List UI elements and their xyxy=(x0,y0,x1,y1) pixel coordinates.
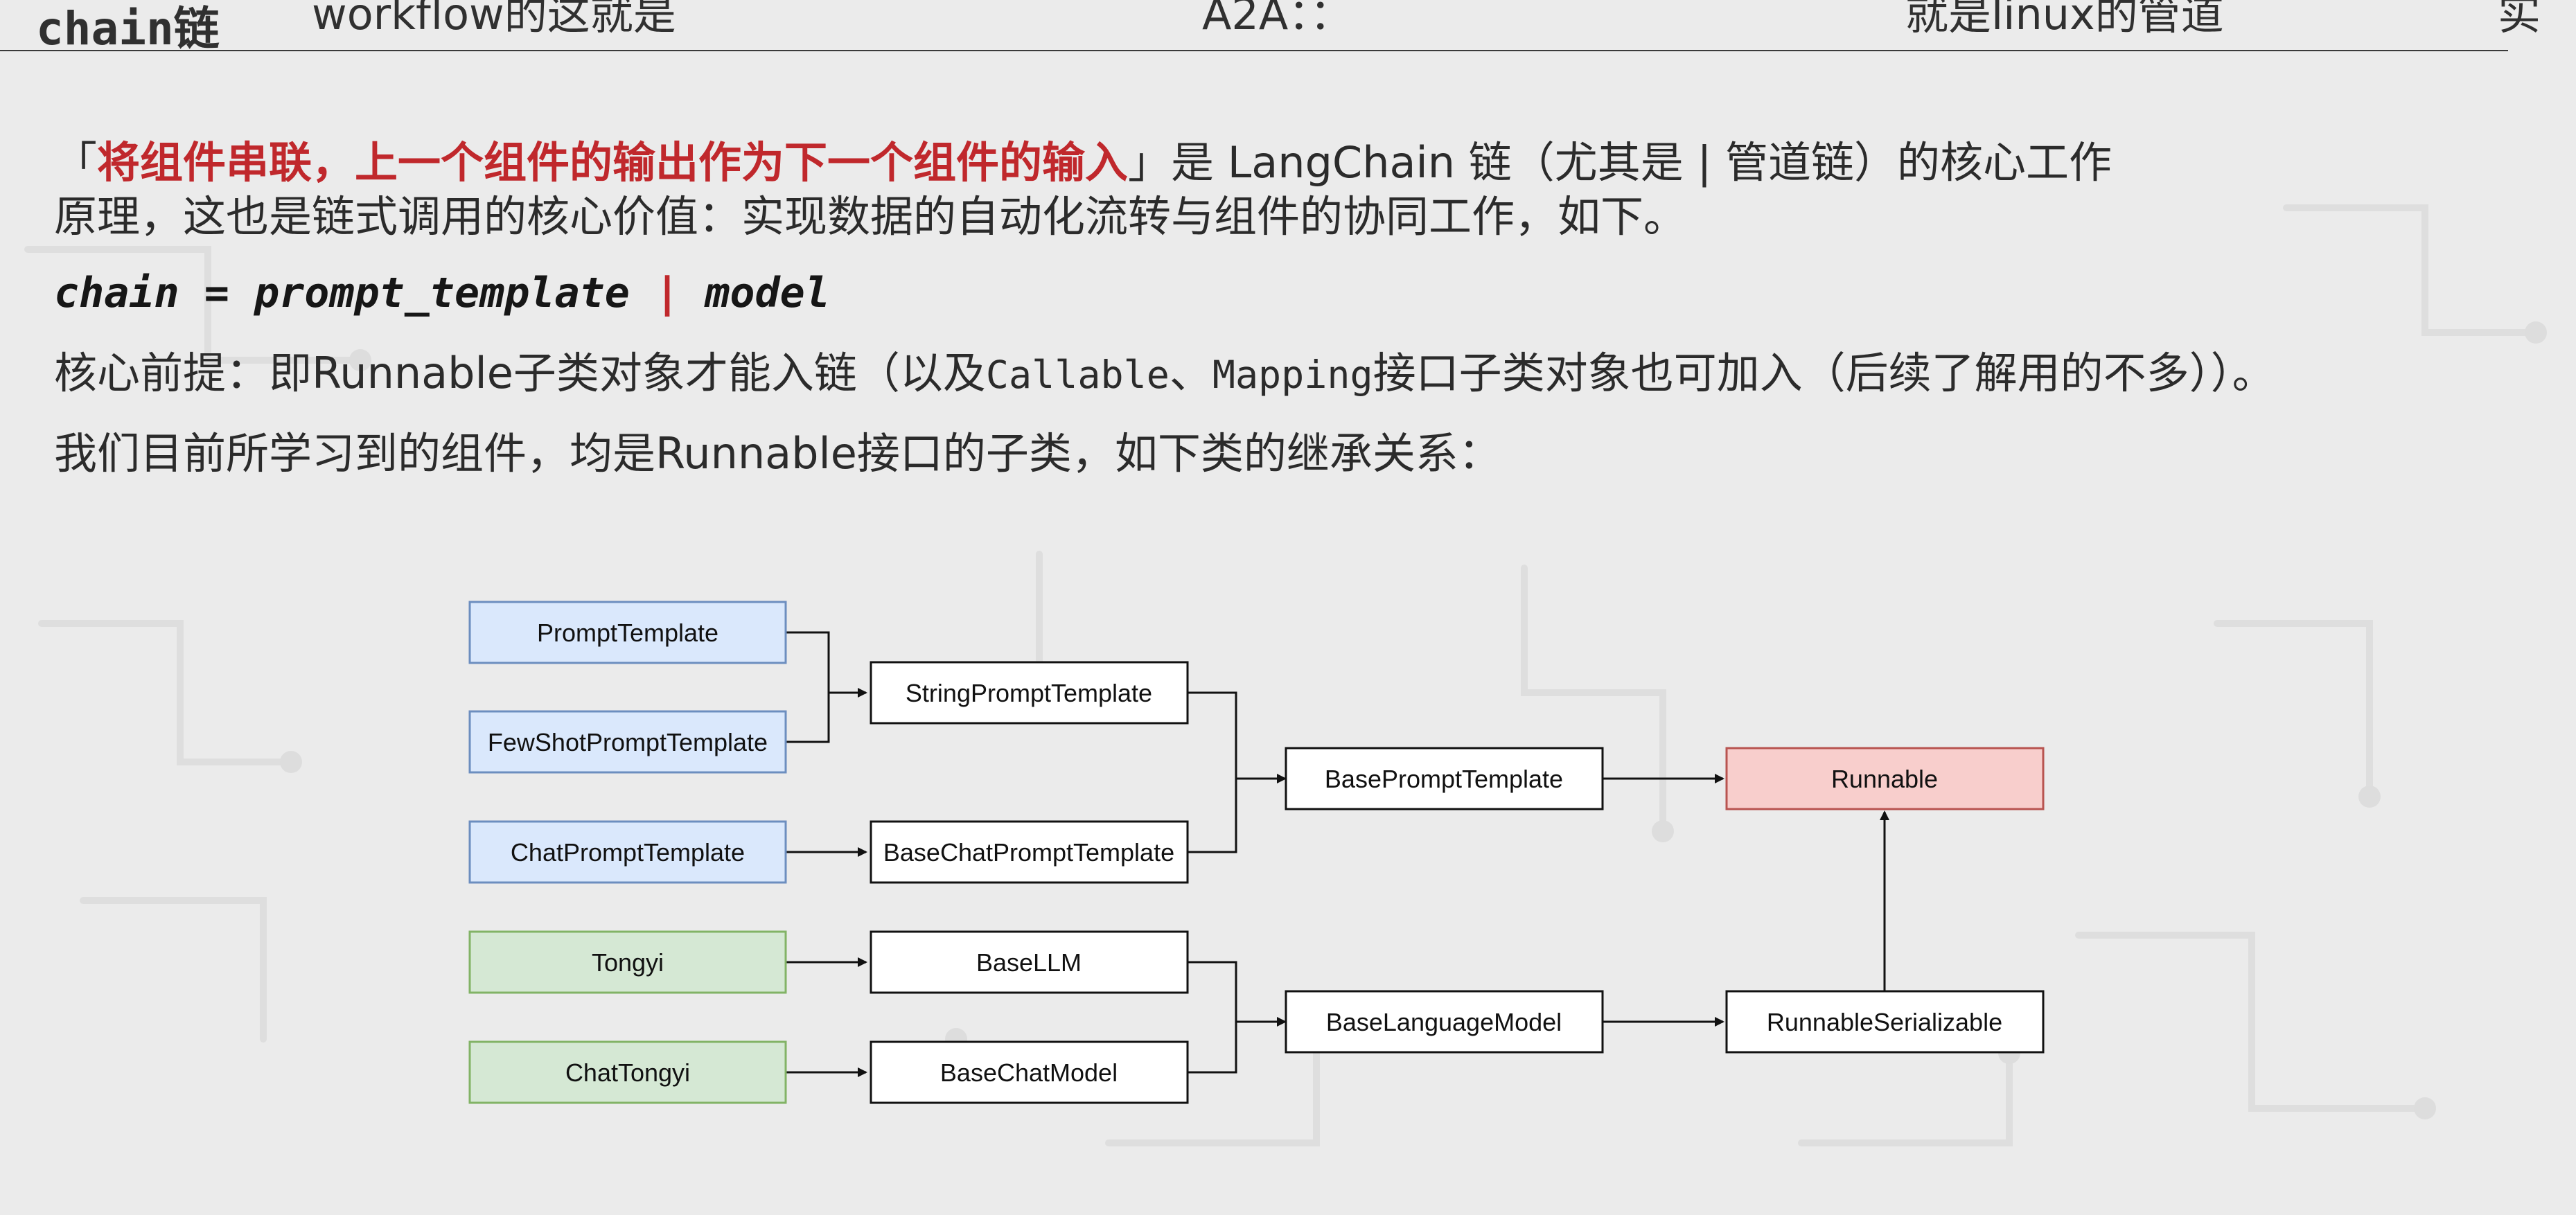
node-label: BaseChatPromptTemplate xyxy=(883,838,1174,867)
premise-a: 核心前提：即Runnable子类对象才能入链（以及 xyxy=(54,348,986,398)
premise-e: 接口子类对象也可加入（后续了解用的不多））。 xyxy=(1373,348,2275,398)
header-fragment-1: workflow的这就是 xyxy=(312,0,676,39)
node-label: BaseLanguageModel xyxy=(1326,1008,1562,1036)
node-label: Runnable xyxy=(1831,765,1938,793)
node-label: Tongyi xyxy=(592,948,664,977)
node-base-chat-model: BaseChatModel xyxy=(870,1040,1189,1104)
node-base-prompt-template: BasePromptTemplate xyxy=(1285,747,1604,810)
intro-paragraph-line-2: 原理，这也是链式调用的核心价值：实现数据的自动化流转与组件的协同工作，如下。 xyxy=(54,191,1687,242)
header-fragment-4: 实 xyxy=(2498,0,2541,39)
intro-rest: 」是 LangChain 链（尤其是 | 管道链）的核心工作 xyxy=(1128,137,2112,188)
edge-string-to-baseprompt xyxy=(1188,691,1287,783)
edge-fewshot-to-string xyxy=(786,693,830,743)
node-base-language-model: BaseLanguageModel xyxy=(1285,990,1604,1054)
node-runnable: Runnable xyxy=(1725,747,2045,810)
edge-basechat-to-baseprompt xyxy=(1188,779,1237,853)
premise-mapping: Mapping xyxy=(1212,353,1373,397)
header-divider xyxy=(0,50,2508,51)
node-runnable-serializable: RunnableSerializable xyxy=(1725,990,2045,1054)
header-fragment-3: 就是linux的管道 xyxy=(1905,0,2224,39)
node-base-chat-prompt-template: BaseChatPromptTemplate xyxy=(870,820,1189,884)
code-left: chain = prompt_template xyxy=(54,269,655,317)
node-base-llm: BaseLLM xyxy=(870,930,1189,994)
node-tongyi: Tongyi xyxy=(468,930,787,994)
node-prompt-template: PromptTemplate xyxy=(468,601,787,664)
top-header-bar: chain链 workflow的这就是 A2A：： 就是linux的管道 实 xyxy=(0,0,2576,51)
premise-callable: Callable xyxy=(985,353,1170,397)
node-chat-tongyi: ChatTongyi xyxy=(468,1040,787,1104)
node-label: BasePromptTemplate xyxy=(1325,765,1563,793)
node-label: StringPromptTemplate xyxy=(906,679,1152,707)
node-few-shot-prompt-template: FewShotPromptTemplate xyxy=(468,710,787,774)
code-right: model xyxy=(680,269,830,317)
node-label: ChatTongyi xyxy=(565,1058,690,1087)
intro-highlight: 将组件串联，上一个组件的输出作为下一个组件的输入 xyxy=(97,137,1129,188)
edge-prompt-to-string xyxy=(786,631,867,698)
premise-paragraph: 核心前提：即Runnable子类对象才能入链（以及Callable、Mappin… xyxy=(54,348,2275,400)
node-chat-prompt-template: ChatPromptTemplate xyxy=(468,820,787,884)
node-string-prompt-template: StringPromptTemplate xyxy=(870,661,1189,725)
edge-basechatmodel-to-baselanguage xyxy=(1188,1022,1237,1074)
node-label: ChatPromptTemplate xyxy=(511,838,745,867)
inheritance-intro: 我们目前所学习到的组件，均是Runnable接口的子类，如下类的继承关系： xyxy=(54,428,1501,479)
intro-open-bracket: 「 xyxy=(54,137,98,188)
header-fragment-2: A2A：： xyxy=(1202,0,1353,39)
edge-basellm-to-baselanguage xyxy=(1188,961,1287,1027)
node-label: RunnableSerializable xyxy=(1767,1008,2002,1036)
premise-c: 、 xyxy=(1169,348,1212,398)
code-snippet: chain = prompt_template | model xyxy=(54,267,830,319)
node-label: BaseChatModel xyxy=(940,1058,1118,1087)
intro-paragraph-line-1: 「将组件串联，上一个组件的输出作为下一个组件的输入」是 LangChain 链（… xyxy=(54,137,2112,188)
section-title: chain链 xyxy=(36,2,220,51)
node-label: FewShotPromptTemplate xyxy=(488,728,768,756)
node-label: PromptTemplate xyxy=(537,619,718,647)
node-label: BaseLLM xyxy=(976,948,1082,977)
code-pipe-operator: | xyxy=(654,269,680,317)
